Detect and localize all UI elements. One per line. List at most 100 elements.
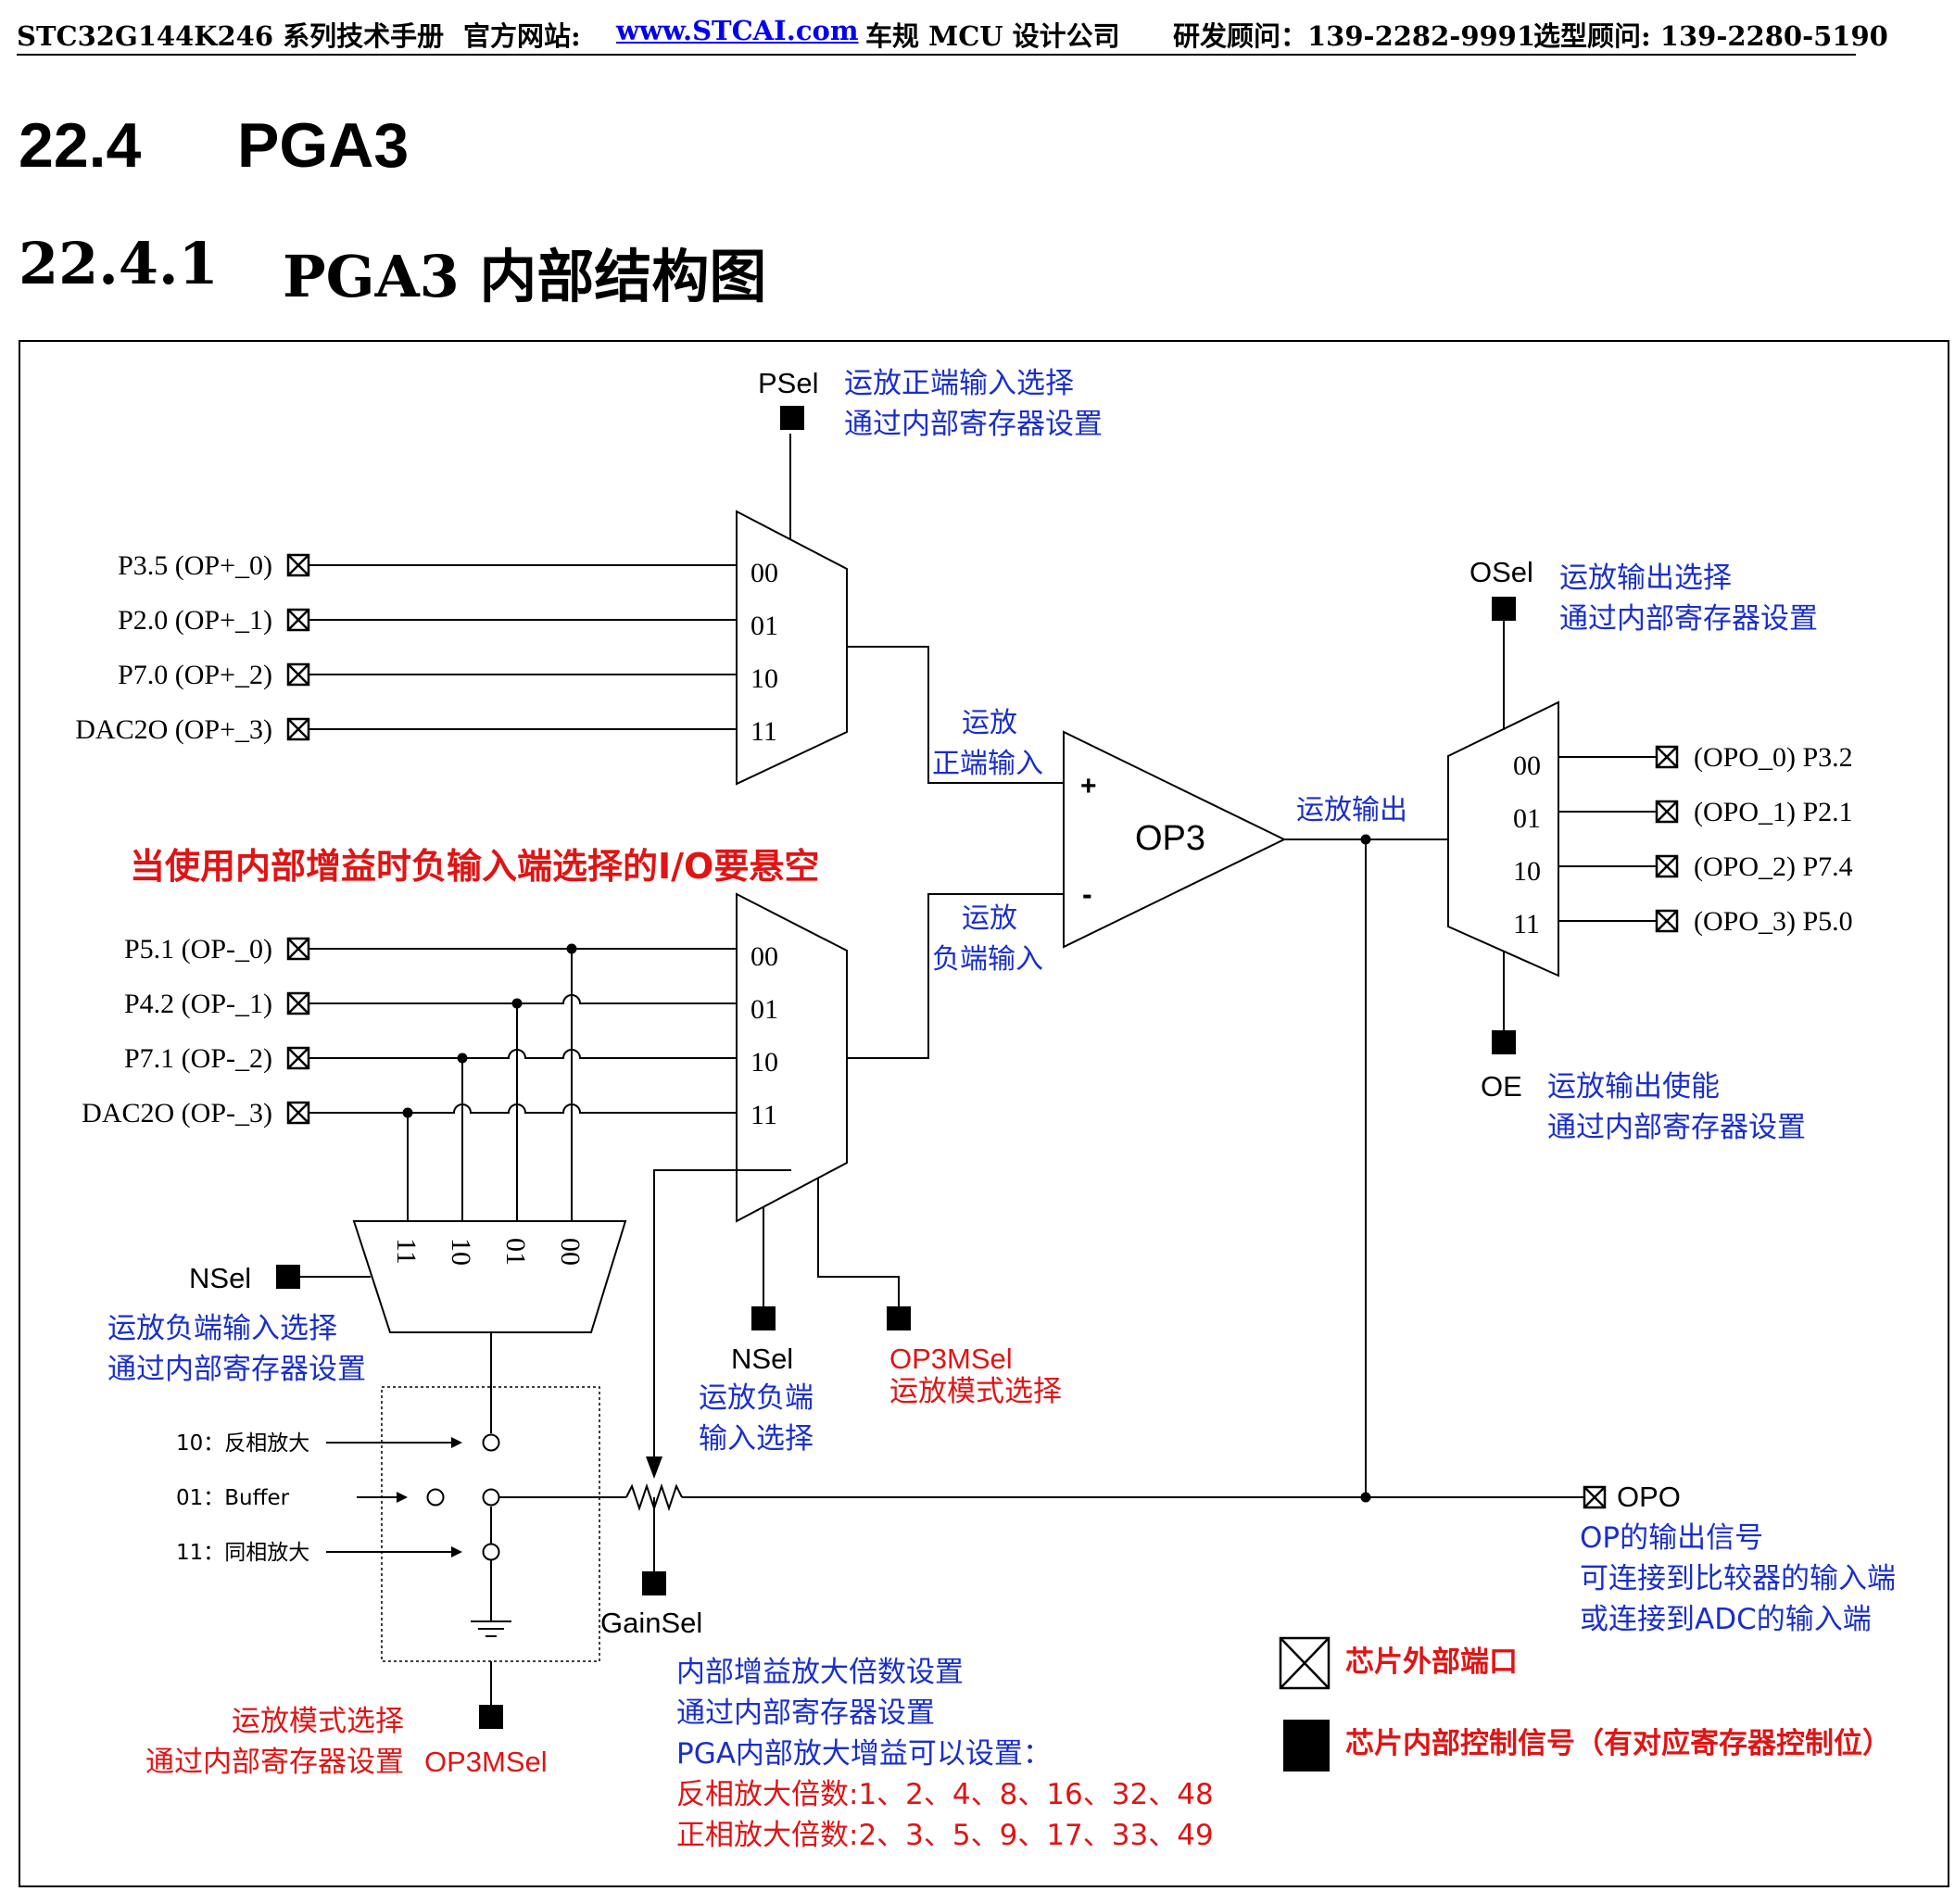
oe-desc-2: 通过内部寄存器设置 — [1547, 1111, 1806, 1144]
opo-desc-3: 或连接到ADC的输入端 — [1580, 1603, 1872, 1636]
psel-signal — [780, 406, 804, 430]
subsection-number: 22.4.1 — [19, 230, 219, 297]
port-opo-2 — [1655, 854, 1679, 878]
neg-input-2: P7.1 (OP-_2) — [124, 1043, 272, 1074]
port-op-plus-0 — [286, 553, 310, 577]
port-opo-3 — [1655, 909, 1679, 933]
nsel-left-signal — [276, 1265, 300, 1289]
out-port-0: (OPO_0) P3.2 — [1694, 742, 1853, 773]
gain-desc-1: 内部增益放大倍数设置 — [676, 1656, 964, 1689]
nsel-mid-desc-1: 运放负端 — [699, 1381, 814, 1415]
sel-advisor-text: 选型顾问: 139-2280-5190 — [1533, 20, 1888, 52]
mode-buffer: 01：Buffer — [176, 1486, 290, 1510]
port-opo-0 — [1655, 745, 1679, 769]
out-mux-code-1: 01 — [1513, 803, 1541, 834]
nsel-mid-label: NSel — [731, 1343, 793, 1375]
gainsel-signal — [642, 1571, 666, 1595]
out-mux-code-2: 10 — [1513, 856, 1541, 887]
section-title: PGA3 — [237, 110, 410, 181]
osel-desc-1: 运放输出选择 — [1559, 561, 1732, 595]
pos-mux-code-0: 00 — [750, 558, 778, 588]
legend-internal-symbol — [1283, 1720, 1330, 1772]
gain-desc-2: 通过内部寄存器设置 — [676, 1696, 935, 1730]
out-port-2: (OPO_2) P7.4 — [1694, 851, 1853, 882]
op3msel-bottom-desc-2: 通过内部寄存器设置 — [145, 1746, 404, 1779]
neg-mux-code-3: 11 — [750, 1100, 777, 1130]
pos-input-1: P2.0 (OP+_1) — [118, 605, 272, 636]
port-op-plus-2 — [286, 662, 310, 687]
osel-signal — [1492, 597, 1516, 621]
neg-input-1: P4.2 (OP-_1) — [124, 989, 272, 1019]
oe-desc-1: 运放输出使能 — [1547, 1070, 1720, 1103]
nsel-code-01: 01 — [500, 1238, 531, 1266]
legend-external-label: 芯片外部端口 — [1345, 1646, 1518, 1679]
opo-label: OPO — [1617, 1481, 1681, 1513]
nsel-left-desc-2: 通过内部寄存器设置 — [107, 1353, 366, 1386]
op3msel-bottom-desc-1: 运放模式选择 — [232, 1705, 404, 1738]
op3msel-mid-desc: 运放模式选择 — [889, 1375, 1062, 1408]
nsel-code-00: 00 — [555, 1238, 586, 1266]
mode-inverting: 10：反相放大 — [176, 1431, 309, 1456]
site-link[interactable]: www.STCAI.com — [616, 15, 859, 46]
port-op-minus-3 — [286, 1101, 310, 1125]
rd-advisor-text: 研发顾问：139-2282-9991 — [1173, 20, 1536, 52]
op3-amplifier — [1063, 730, 1287, 949]
gain-desc-3: PGA内部放大增益可以设置： — [676, 1737, 1052, 1771]
gain-inverting-values: 反相放大倍数:1、2、4、8、16、32、48 — [676, 1778, 1214, 1811]
out-mux-code-0: 00 — [1513, 750, 1541, 781]
pos-input-3: DAC2O (OP+_3) — [75, 714, 272, 745]
nsel-left-desc-1: 运放负端输入选择 — [107, 1312, 337, 1345]
port-op-minus-0 — [286, 937, 310, 961]
opo-desc-2: 可连接到比较器的输入端 — [1580, 1562, 1896, 1595]
pos-mux-code-2: 10 — [750, 663, 778, 694]
port-op-plus-3 — [286, 717, 310, 741]
nsel-code-11: 11 — [391, 1238, 422, 1265]
neg-mux-code-1: 01 — [750, 994, 778, 1025]
internal-nsel-mux — [352, 1220, 627, 1333]
neg-input-0: P5.1 (OP-_0) — [124, 934, 272, 965]
legend-external-symbol — [1279, 1636, 1331, 1690]
diagram-frame — [19, 340, 1949, 1887]
pos-mux-code-3: 11 — [750, 716, 777, 747]
osel-label: OSel — [1469, 556, 1533, 588]
floating-io-warning: 当使用内部增益时负输入端选择的I/O要悬空 — [130, 846, 819, 887]
pos-input-0: P3.5 (OP+_0) — [118, 550, 272, 581]
op-name: OP3 — [1135, 819, 1205, 858]
neg-in-label-2: 负端输入 — [932, 943, 1043, 976]
subsection-title: PGA3 内部结构图 — [283, 243, 767, 310]
manual-title: STC32G144K246 系列技术手册 — [17, 20, 445, 52]
op-output-label: 运放输出 — [1296, 794, 1407, 826]
port-op-minus-1 — [286, 991, 310, 1015]
op3msel-bottom-label: OP3MSel — [424, 1746, 548, 1778]
company-text: 车规 MCU 设计公司 — [865, 20, 1120, 52]
output-mux — [1447, 700, 1559, 977]
section-number: 22.4 — [19, 110, 142, 181]
op3msel-mid-signal — [887, 1306, 911, 1330]
legend-internal-label: 芯片内部控制信号（有对应寄存器控制位） — [1345, 1727, 1891, 1760]
mode-noninverting: 11：同相放大 — [176, 1541, 309, 1565]
neg-mux-code-2: 10 — [750, 1047, 778, 1078]
nsel-code-10: 10 — [446, 1238, 476, 1266]
page-header: STC32G144K246 系列技术手册 官方网站: www.STCAI.com… — [17, 11, 1888, 56]
port-opo — [1583, 1485, 1607, 1509]
opo-desc-1: OP的输出信号 — [1580, 1521, 1763, 1555]
pos-in-label-1: 运放 — [962, 707, 1017, 739]
oe-label: OE — [1481, 1070, 1522, 1103]
op-minus-sign: - — [1082, 877, 1092, 911]
op-plus-sign: + — [1080, 771, 1097, 801]
nsel-left-label: NSel — [189, 1262, 251, 1294]
neg-mux-code-0: 00 — [750, 941, 778, 972]
psel-label: PSel — [758, 367, 818, 399]
out-mux-code-3: 11 — [1513, 909, 1540, 939]
out-port-3: (OPO_3) P5.0 — [1694, 906, 1853, 937]
nsel-mid-signal — [751, 1306, 776, 1330]
nsel-mid-desc-2: 输入选择 — [699, 1422, 814, 1456]
port-op-minus-2 — [286, 1046, 310, 1070]
neg-in-label-1: 运放 — [962, 902, 1017, 935]
op3msel-mid-label: OP3MSel — [889, 1343, 1013, 1375]
gainsel-label: GainSel — [600, 1607, 702, 1639]
gain-noninverting-values: 正相放大倍数:2、3、5、9、17、33、49 — [676, 1819, 1214, 1852]
port-op-plus-1 — [286, 608, 310, 632]
neg-input-3: DAC2O (OP-_3) — [82, 1098, 272, 1129]
pos-mux-code-1: 01 — [750, 611, 778, 641]
